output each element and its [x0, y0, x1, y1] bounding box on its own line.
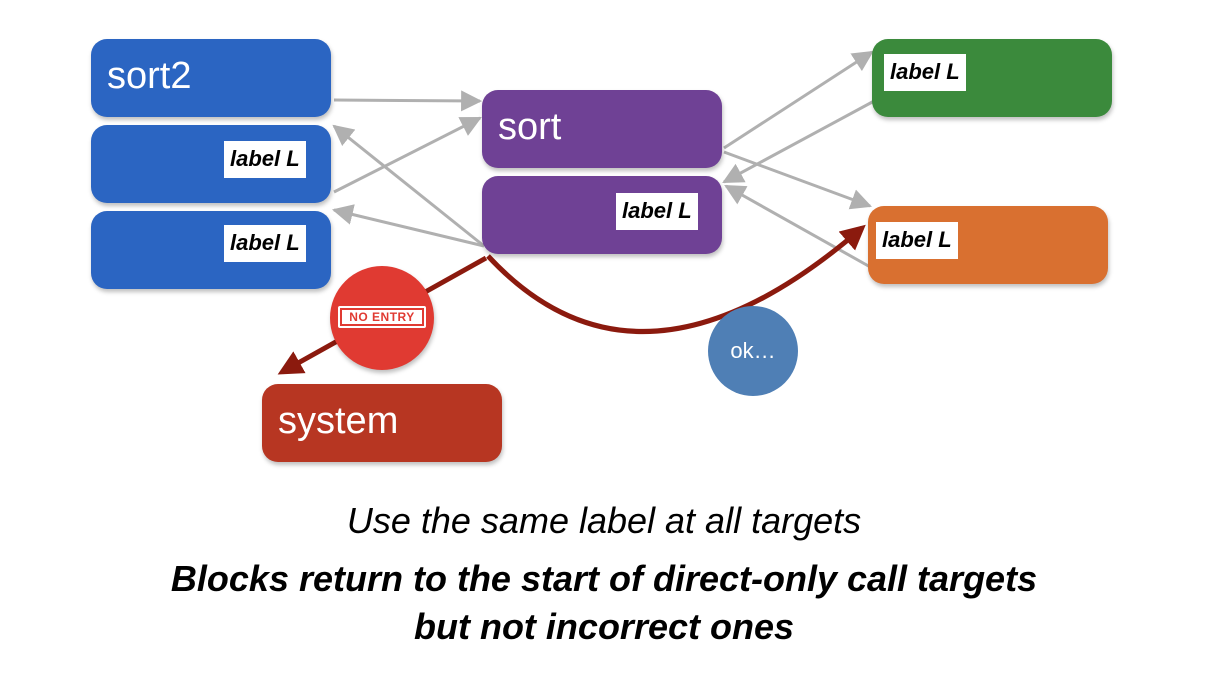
- caption-line-1: Use the same label at all targets: [346, 500, 862, 541]
- sort2-title: sort2: [107, 55, 192, 97]
- arrow-sortblock-to-sort2block1: [332, 124, 485, 248]
- arrow-sort-to-lt: [723, 50, 874, 150]
- no-entry-sign: NO ENTRY: [330, 266, 434, 370]
- sort-block: label L: [482, 176, 722, 254]
- arrow-sortblock-to-gt: [486, 224, 866, 335]
- system-box: system: [262, 384, 502, 462]
- label-l-tag: label L: [616, 193, 698, 230]
- label-l-tag: label L: [876, 222, 958, 259]
- sort-box: sort: [482, 90, 722, 168]
- sort2-box: sort2: [91, 39, 331, 117]
- caption-line-3: but not incorrect ones: [413, 606, 795, 647]
- sort2-block-2: label L: [91, 211, 331, 289]
- label-l-tag: label L: [224, 141, 306, 178]
- arrow-gt-to-sortblock: [724, 184, 873, 270]
- arrow-sort2-to-sort: [333, 90, 483, 112]
- sort2-block-1: label L: [91, 125, 331, 203]
- no-entry-plate: NO ENTRY: [338, 306, 426, 328]
- lt-box: label L: [872, 39, 1112, 117]
- gt-box: label L: [868, 206, 1108, 284]
- caption-line-2: Blocks return to the start of direct-onl…: [170, 558, 1038, 599]
- arrow-sort2block1-to-sort: [333, 116, 482, 194]
- ok-circle: ok…: [708, 306, 798, 396]
- arrow-lt-to-sortblock: [722, 98, 877, 184]
- arrow-sortblock-to-sort2block2: [331, 204, 485, 248]
- system-title: system: [278, 400, 399, 442]
- no-entry-text: NO ENTRY: [340, 308, 424, 326]
- label-l-tag: label L: [884, 54, 966, 91]
- arrow-sort-to-gt: [723, 150, 872, 210]
- sort-title: sort: [498, 106, 562, 148]
- label-l-tag: label L: [224, 225, 306, 262]
